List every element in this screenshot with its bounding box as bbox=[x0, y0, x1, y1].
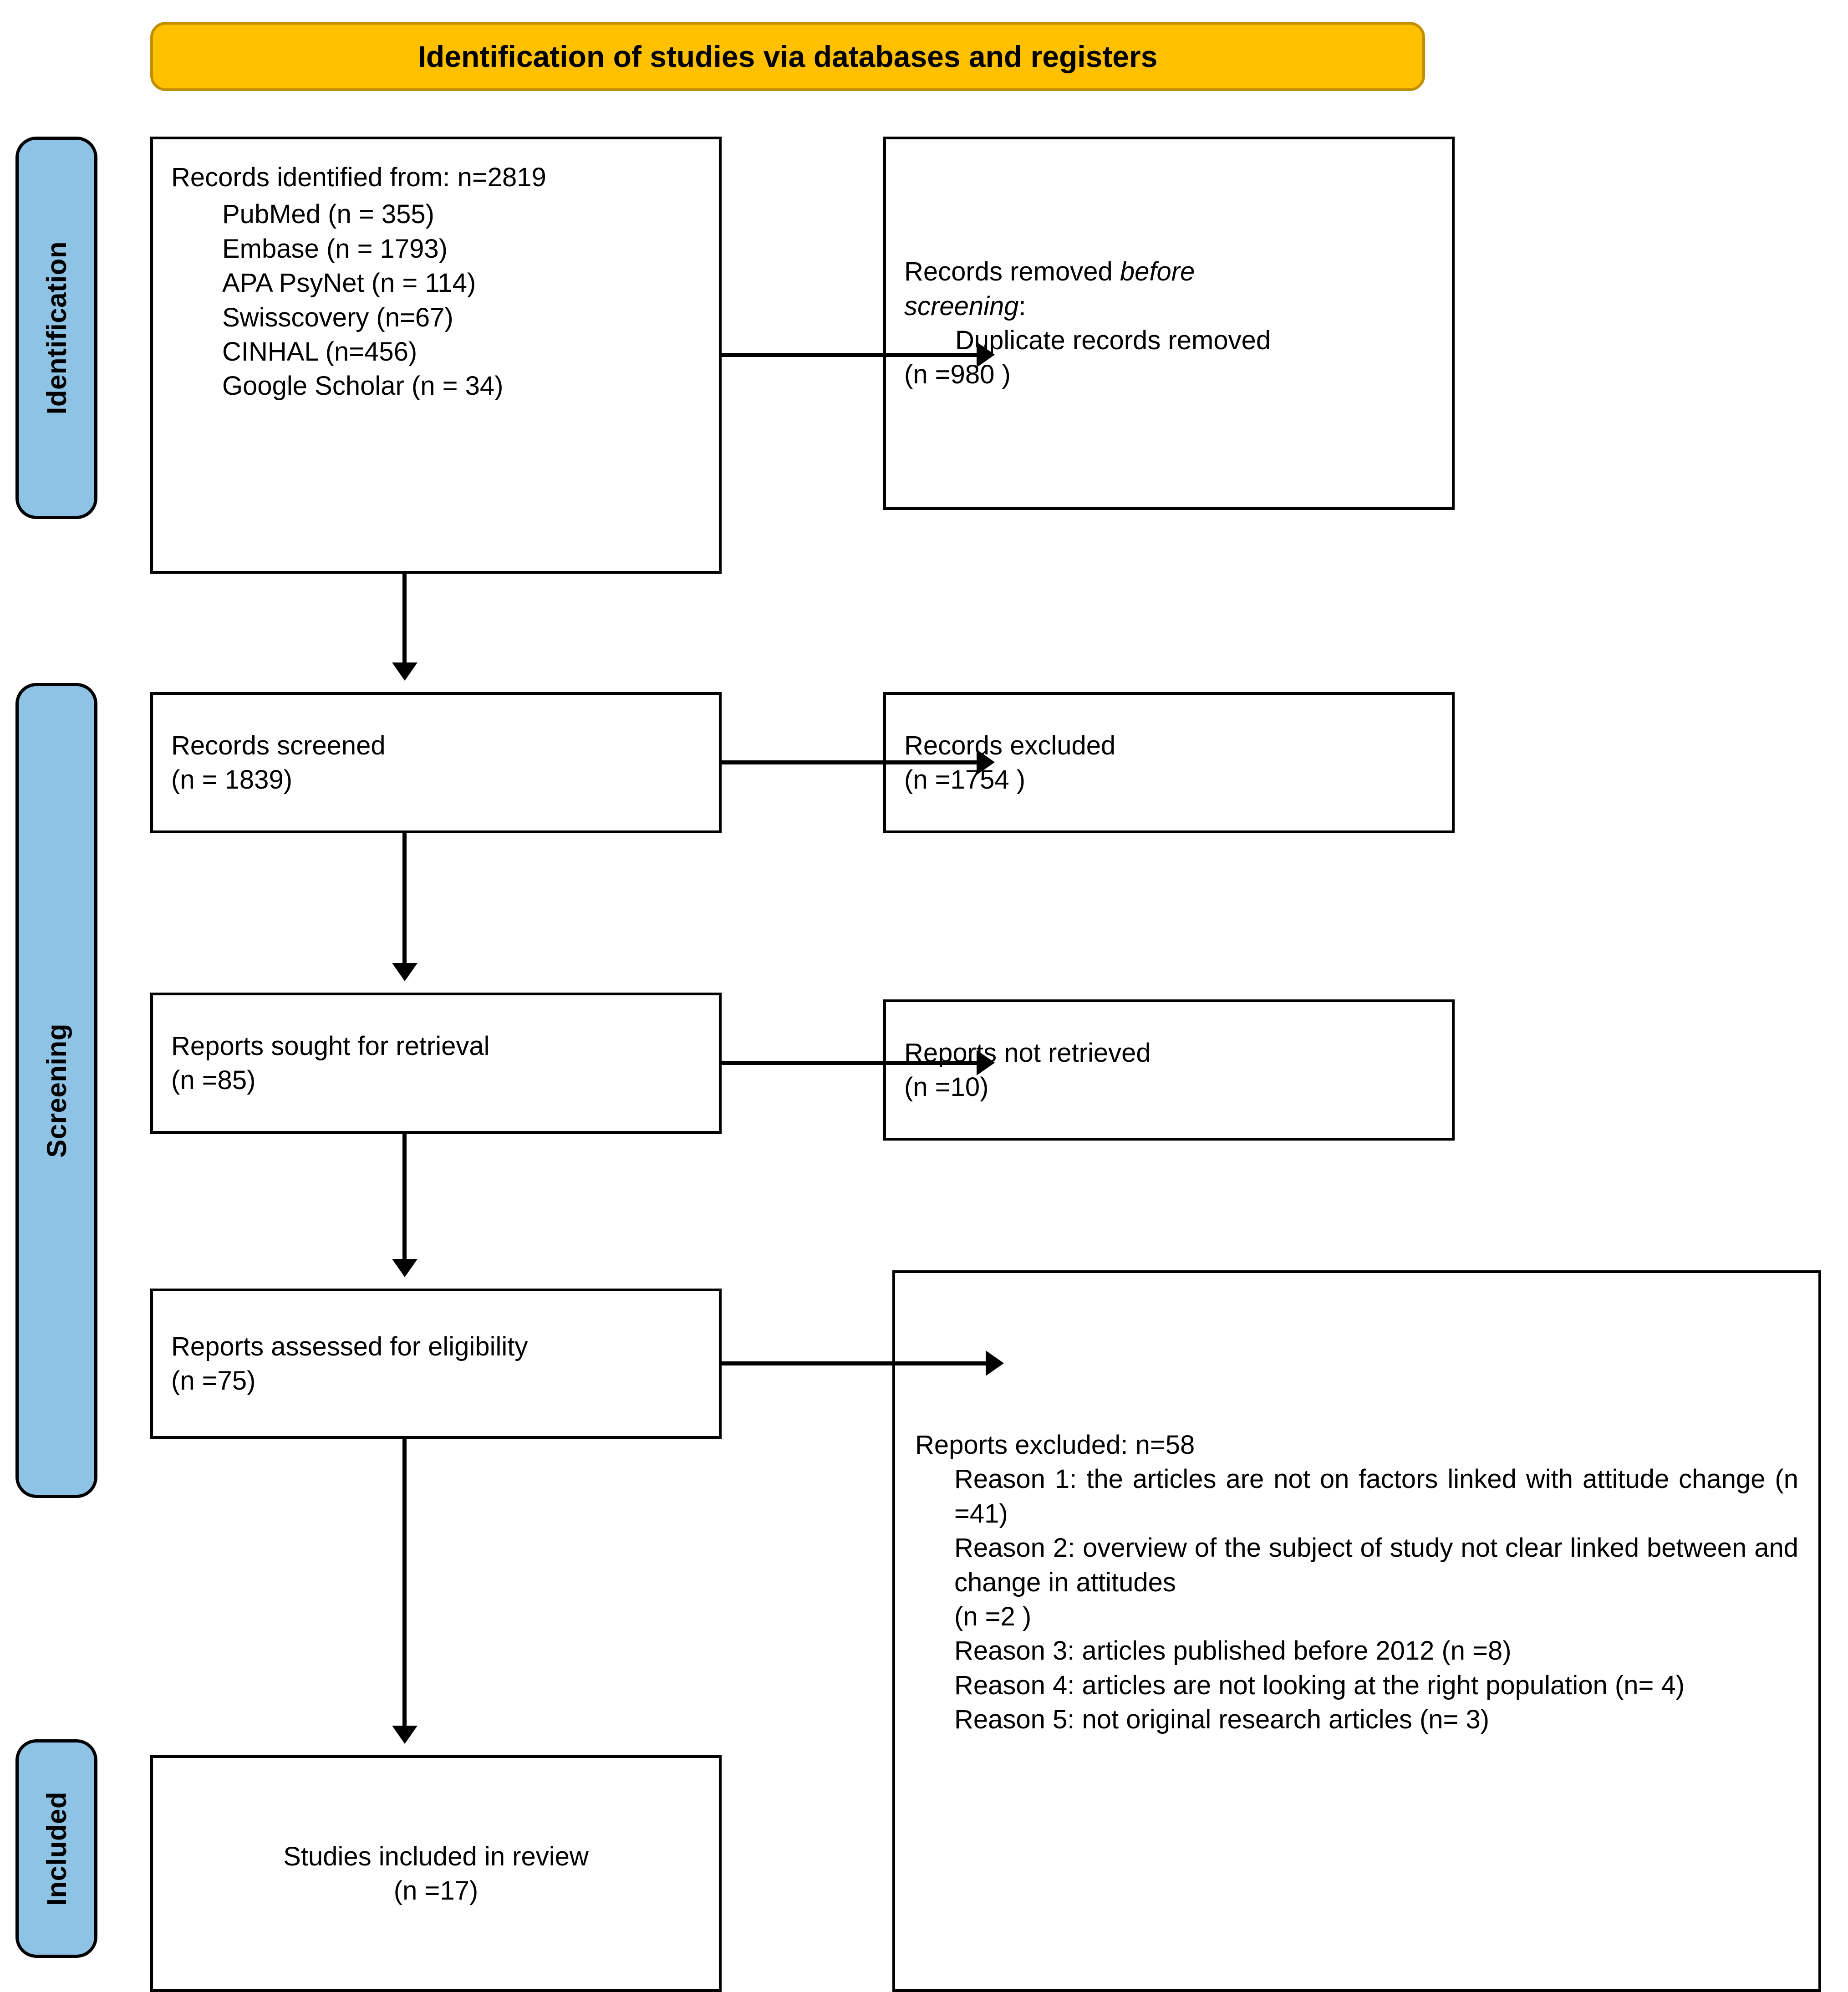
arrow-screened-to-excluded-line bbox=[722, 760, 977, 764]
list-item: APA PsyNet (n = 114) bbox=[222, 268, 476, 298]
reports-assessed-count: (n =75) bbox=[171, 1366, 256, 1396]
records-screened-count: (n = 1839) bbox=[171, 765, 293, 795]
records-removed-prefix: Records removed bbox=[904, 257, 1120, 287]
banner-title: Identification of studies via databases … bbox=[417, 40, 1158, 73]
records-removed-colon: : bbox=[1018, 291, 1026, 321]
records-removed-screening: screening bbox=[904, 291, 1019, 321]
records-identified-heading: Records identified from: n=2819 bbox=[171, 163, 546, 192]
studies-included-label: Studies included in review bbox=[283, 1841, 589, 1871]
reports-not-retrieved-count: (n =10) bbox=[904, 1072, 989, 1102]
records-removed-before: before bbox=[1120, 257, 1195, 287]
box-studies-included-in-review: Studies included in review (n =17) bbox=[150, 1755, 722, 1992]
arrow-identified-to-screened-line bbox=[402, 574, 407, 665]
box-reports-assessed-for-eligibility: Reports assessed for eligibility (n =75) bbox=[150, 1289, 722, 1439]
box-reports-excluded-reasons: Reports excluded: n=58 Reason 1: the art… bbox=[892, 1270, 1821, 1992]
exclusion-reason-2-count: (n =2 ) bbox=[954, 1601, 1032, 1631]
exclusion-reason-2: Reason 2: overview of the subject of stu… bbox=[954, 1533, 1798, 1597]
arrow-screened-to-excluded-head-icon bbox=[977, 749, 995, 775]
exclusion-reason-4: Reason 4: articles are not looking at th… bbox=[954, 1670, 1685, 1700]
list-item: Swisscovery (n=67) bbox=[222, 302, 453, 332]
stage-label-identification: Identification bbox=[15, 137, 97, 519]
arrow-assessed-to-reasons-head-icon bbox=[986, 1350, 1004, 1376]
stage-label-screening-text: Screening bbox=[41, 1023, 72, 1158]
box-records-identified: Records identified from: n=2819 PubMed (… bbox=[150, 137, 722, 574]
box-reports-not-retrieved: Reports not retrieved (n =10) bbox=[883, 999, 1455, 1141]
list-item: Google Scholar (n = 34) bbox=[222, 371, 504, 401]
reports-sought-label: Reports sought for retrieval bbox=[171, 1031, 490, 1061]
arrow-sought-to-notretrieved-head-icon bbox=[977, 1050, 995, 1075]
list-item: PubMed (n = 355) bbox=[222, 199, 434, 229]
arrow-screened-to-sought-head-icon bbox=[392, 963, 417, 981]
studies-included-count: (n =17) bbox=[393, 1876, 479, 1905]
stage-label-included: Included bbox=[15, 1739, 97, 1958]
diagram-banner: Identification of studies via databases … bbox=[150, 22, 1425, 91]
arrow-sought-to-assessed-head-icon bbox=[392, 1259, 417, 1277]
arrow-screened-to-sought-line bbox=[402, 833, 407, 965]
box-records-removed-before-screening: Records removed before screening: Duplic… bbox=[883, 137, 1455, 510]
exclusion-reason-3: Reason 3: articles published before 2012… bbox=[954, 1636, 1512, 1666]
arrow-sought-to-notretrieved-line bbox=[722, 1061, 977, 1065]
box-reports-sought-for-retrieval: Reports sought for retrieval (n =85) bbox=[150, 993, 722, 1134]
reports-assessed-label: Reports assessed for eligibility bbox=[171, 1331, 528, 1361]
list-item: CINHAL (n=456) bbox=[222, 336, 417, 367]
duplicate-records-removed-label: Duplicate records removed bbox=[955, 326, 1271, 355]
arrow-sought-to-assessed-line bbox=[402, 1134, 407, 1261]
arrow-identified-to-removed-line bbox=[722, 353, 977, 357]
records-removed-heading: Records removed before screening: bbox=[904, 255, 1434, 323]
stage-label-identification-text: Identification bbox=[41, 241, 72, 415]
reports-excluded-heading: Reports excluded: n=58 bbox=[915, 1430, 1195, 1460]
exclusion-reason-1: Reason 1: the articles are not on factor… bbox=[954, 1464, 1798, 1528]
reports-sought-count: (n =85) bbox=[171, 1065, 256, 1095]
records-identified-source-list: PubMed (n = 355) Embase (n = 1793) APA P… bbox=[171, 197, 701, 403]
records-screened-label: Records screened bbox=[171, 730, 386, 760]
arrow-assessed-to-reasons-line bbox=[722, 1361, 986, 1365]
arrow-identified-to-screened-head-icon bbox=[392, 662, 417, 681]
exclusion-reason-5: Reason 5: not original research articles… bbox=[954, 1705, 1490, 1735]
stage-label-included-text: Included bbox=[41, 1791, 72, 1906]
records-excluded-count: (n =1754 ) bbox=[904, 765, 1026, 795]
records-excluded-label: Records excluded bbox=[904, 730, 1116, 760]
stage-label-screening: Screening bbox=[15, 683, 97, 1498]
list-item: Embase (n = 1793) bbox=[222, 234, 448, 264]
arrow-assessed-to-included-line bbox=[402, 1439, 407, 1728]
arrow-identified-to-removed-head-icon bbox=[977, 342, 995, 367]
box-records-screened: Records screened (n = 1839) bbox=[150, 692, 722, 833]
arrow-assessed-to-included-head-icon bbox=[392, 1726, 417, 1744]
